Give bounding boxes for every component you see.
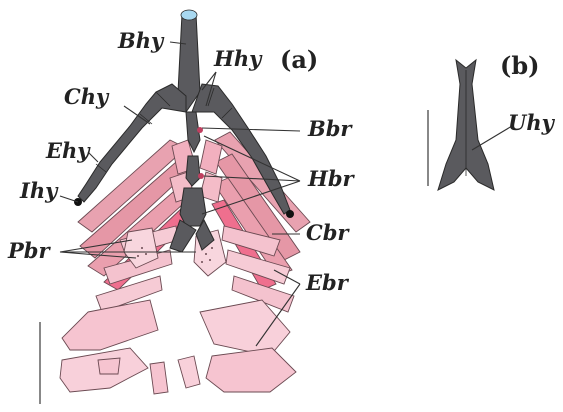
label-pbr: Pbr [7,238,51,263]
label-hhy: Hhy [213,46,263,71]
label-bhy: Bhy [117,28,165,53]
panel-label-a: (a) [280,45,318,74]
panel-a-drawing [40,10,310,404]
label-ehy: Ehy [45,138,91,163]
epibranchials [96,226,294,312]
label-cbr: Cbr [306,220,350,245]
panel-label-b: (b) [500,51,540,80]
label-ebr: Ebr [305,270,350,295]
posterior-pink-elements [60,300,296,394]
label-hbr: Hbr [307,166,356,191]
label-ihy: Ihy [19,178,59,203]
label-chy: Chy [64,84,110,109]
label-bbr: Bbr [307,116,353,141]
label-uhy: Uhy [508,110,556,135]
